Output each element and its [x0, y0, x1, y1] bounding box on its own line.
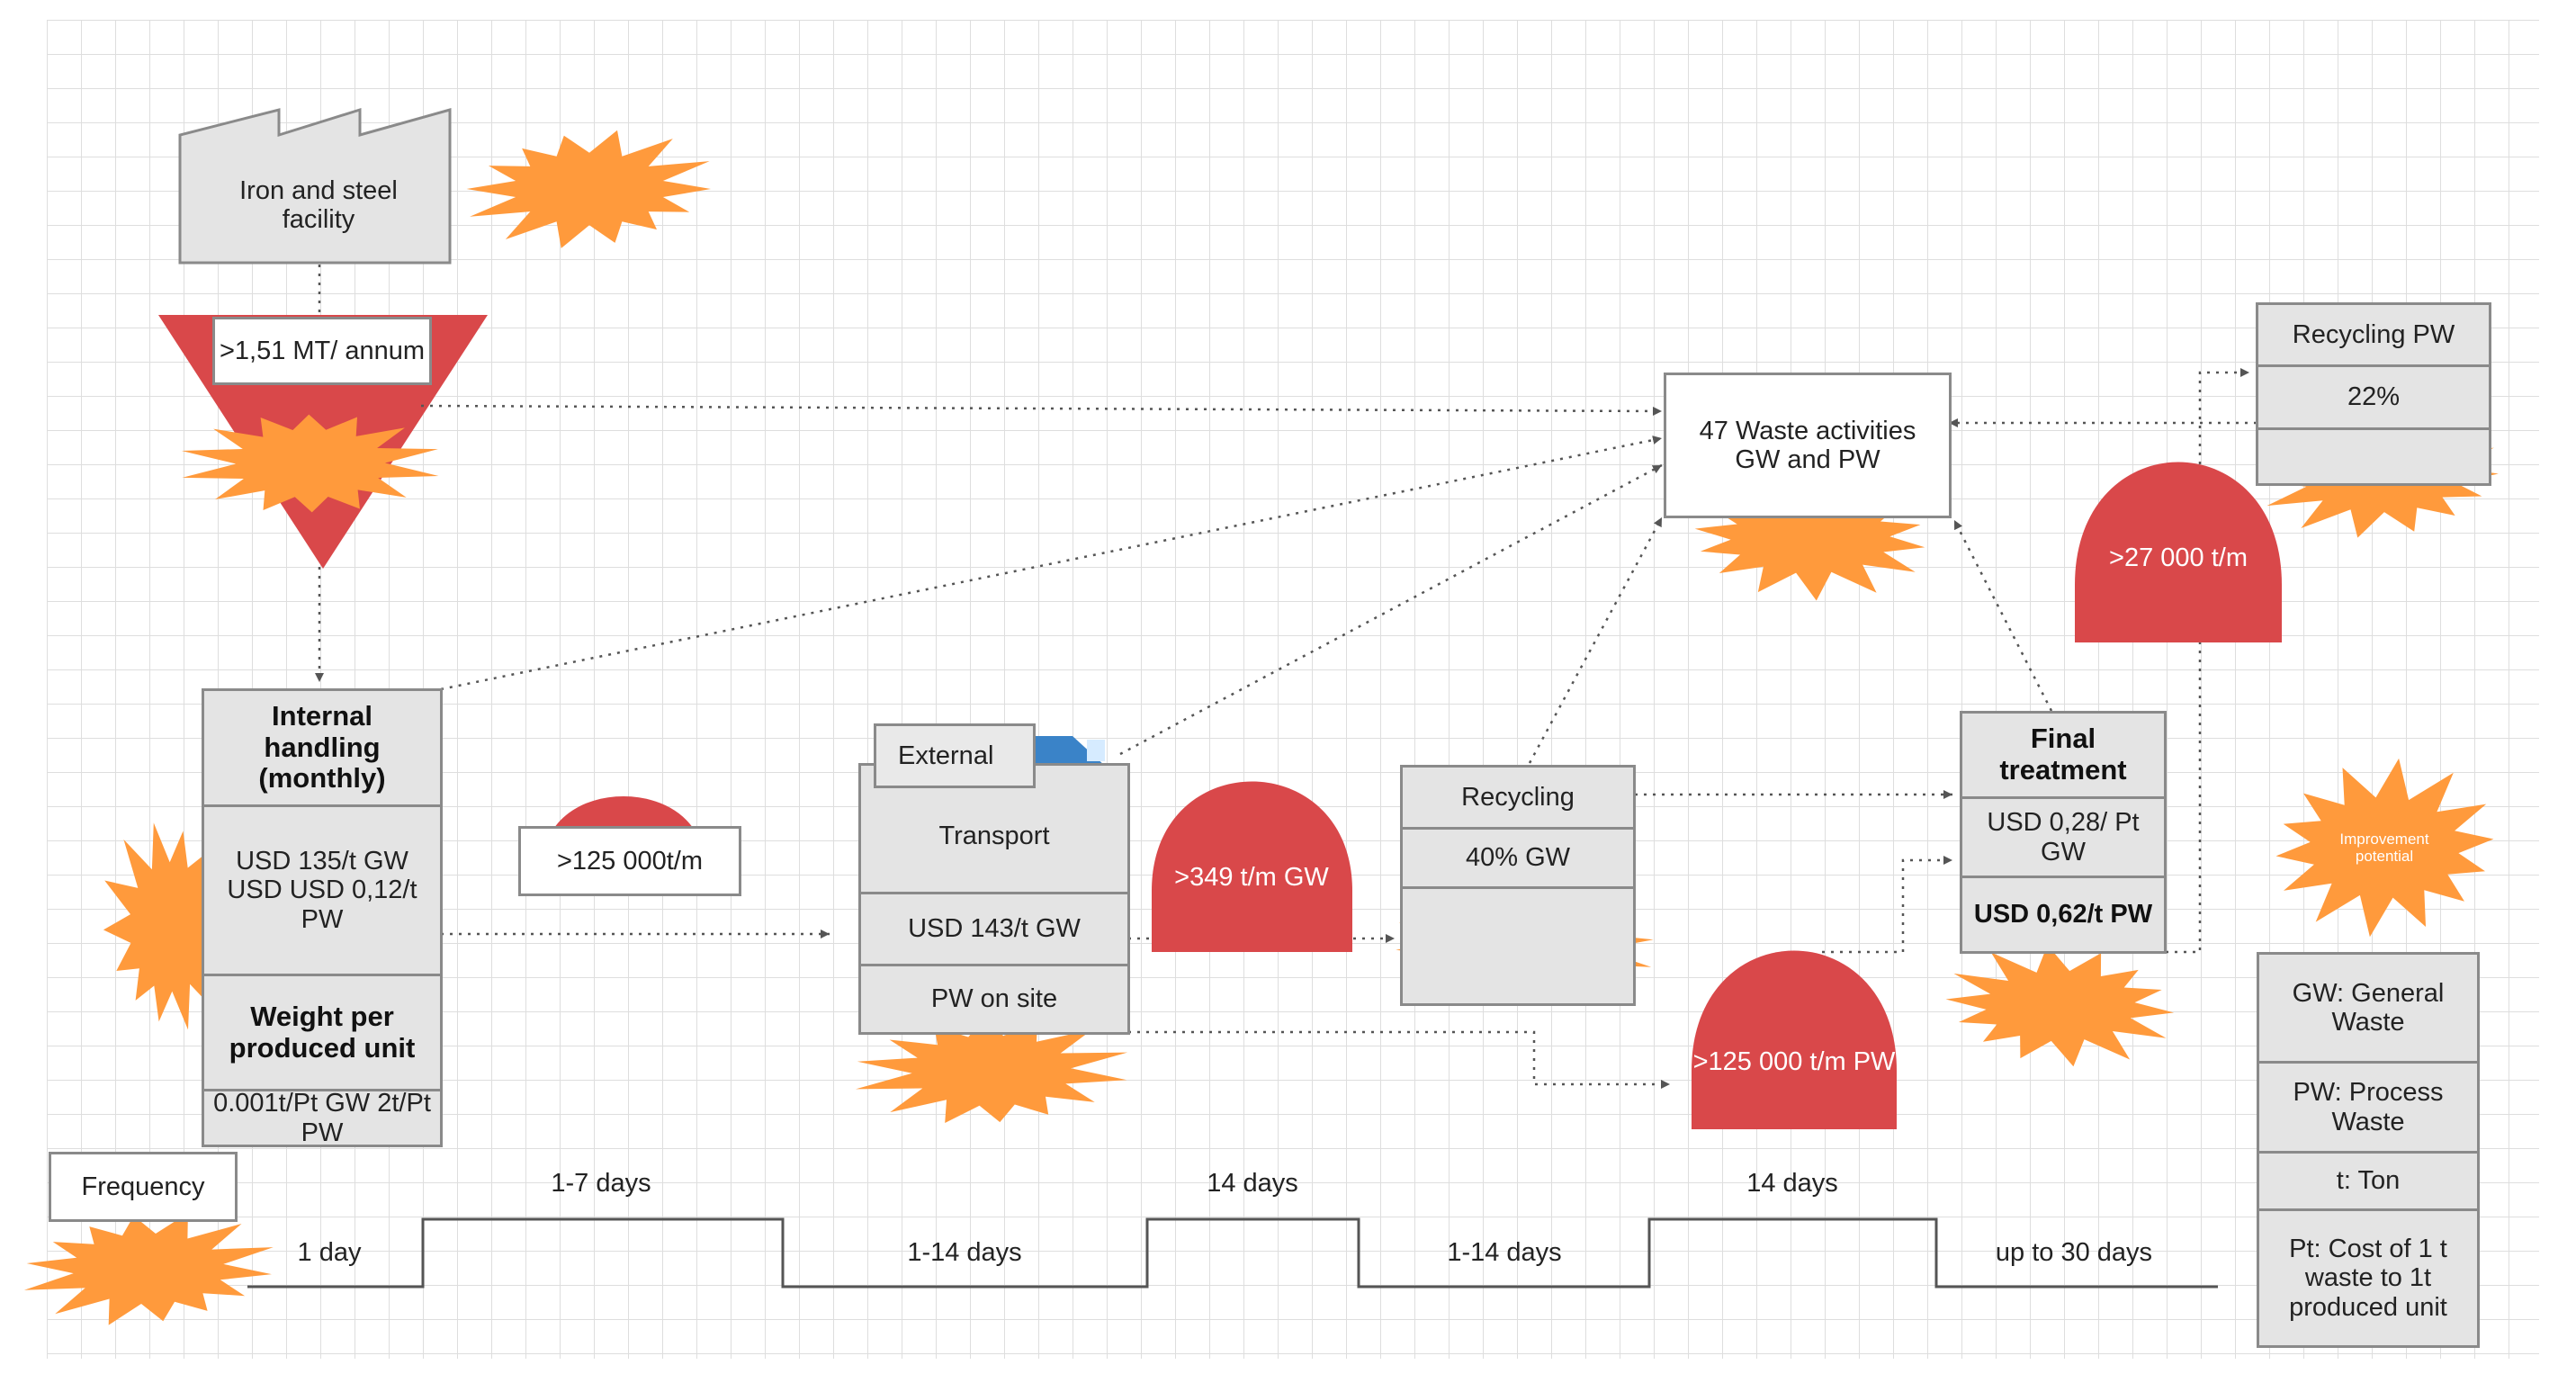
final-treatment-cost-gw: USD 0,28/ Pt GW [1962, 796, 2164, 876]
external-transport-cost: USD 143/t GW [861, 892, 1127, 964]
connector-recycling-waste [1528, 516, 1664, 764]
timeline-upper-3: 14 days [1746, 1168, 1838, 1198]
recycling-pw-empty-cell [2258, 427, 2489, 483]
inventory-internal-transport-label: >125 000t/m [518, 826, 741, 896]
connector-internal-waste [440, 436, 1663, 691]
timeline-lower-2: 1-14 days [907, 1237, 1022, 1267]
inventory-transport-recycling-label: >349 t/m GW [1174, 862, 1329, 892]
legend-pt: Pt: Cost of 1 t waste to 1t produced uni… [2259, 1208, 2477, 1345]
final-treatment-cost-pw: USD 0,62/t PW [1962, 876, 2164, 951]
timeline-lower-1: 1 day [297, 1237, 362, 1267]
kaizen-burst-legend-icon [2275, 758, 2494, 938]
connector-final-recyclingpw [2166, 368, 2249, 954]
internal-handling-cost: USD 135/t GW USD USD 0,12/t PW [204, 804, 440, 974]
recycling-value: 40% GW [1403, 827, 1633, 886]
legend-pw: PW: Process Waste [2259, 1061, 2477, 1151]
inventory-triangle-label: >1,51 MT/ annum [212, 317, 432, 385]
recycling-empty-cell [1403, 886, 1633, 1003]
frequency-label: Frequency [49, 1152, 238, 1222]
recycling-box: Recycling 40% GW [1400, 765, 1636, 1006]
timeline-upper-2: 14 days [1207, 1168, 1298, 1198]
final-treatment-box: Final treatment USD 0,28/ Pt GW USD 0,62… [1960, 711, 2167, 954]
improvement-potential-label: Improvement potential [2339, 831, 2429, 865]
grid-background [47, 20, 2539, 1359]
timeline-lower-4: up to 30 days [1995, 1237, 2153, 1267]
kaizen-burst-facility-icon [466, 130, 711, 248]
truck-external-label: External [874, 723, 1036, 788]
recycling-pw-value: 22% [2258, 364, 2489, 427]
legend-gw: GW: General Waste [2292, 978, 2445, 1037]
kaizen-burst-transport-icon [856, 1019, 1128, 1123]
legend-box: GW: General Waste PW: Process Waste t: T… [2257, 952, 2480, 1348]
inventory-dome-4 [2075, 462, 2282, 642]
timeline-upper-1: 1-7 days [551, 1168, 651, 1198]
internal-handling-box: Internal handling (monthly) USD 135/t GW… [202, 688, 443, 1147]
external-transport-box: Transport USD 143/t GW PW on site [858, 763, 1130, 1035]
connector-transport-waste [1119, 463, 1663, 756]
timeline-line [247, 1217, 2218, 1289]
recycling-pw-title: Recycling PW [2292, 319, 2455, 349]
inventory-dome-2 [1152, 781, 1352, 952]
external-transport-site: PW on site [861, 964, 1127, 1032]
timeline-lower-3: 1-14 days [1447, 1237, 1562, 1267]
connector-transport-pw [1128, 1030, 1670, 1089]
inventory-dome-3 [1692, 950, 1897, 1129]
kaizen-burst-waste-icon [1694, 475, 1925, 601]
legend-t: t: Ton [2259, 1151, 2477, 1208]
facility-label: Iron and steel facility [239, 176, 398, 235]
recycling-pw-box: Recycling PW 22% [2256, 302, 2491, 486]
recycling-title: Recycling [1461, 782, 1575, 812]
internal-handling-weight-value: 0.001t/Pt GW 2t/Pt PW [204, 1089, 440, 1147]
inventory-final-label: >125 000 t/m PW [1692, 1046, 1896, 1076]
external-transport-title: Transport [938, 822, 1050, 850]
connector-inventory-final [1822, 856, 1952, 954]
final-treatment-title: Final treatment [1999, 723, 2127, 786]
kaizen-burst-triangle-icon [181, 414, 439, 513]
inventory-recycling-pw-label: >27 000 t/m [2109, 543, 2248, 572]
factory-icon [178, 107, 452, 265]
kaizen-burst-frequency-icon [23, 1213, 274, 1325]
internal-handling-title: Internal handling (monthly) [258, 699, 386, 795]
kaizen-burst-final-icon [1945, 945, 2175, 1067]
waste-activities-box: 47 Waste activities GW and PW [1664, 373, 1952, 518]
internal-handling-weight-title: Weight per produced unit [204, 974, 440, 1089]
